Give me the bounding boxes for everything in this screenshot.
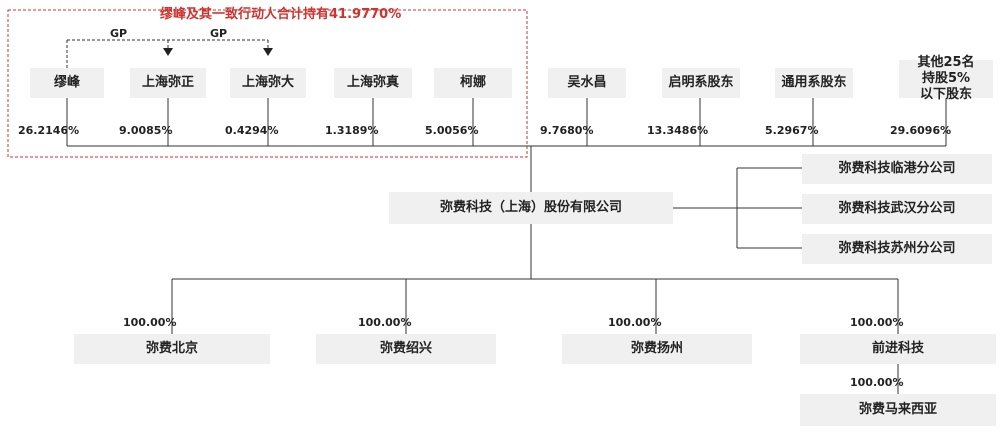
shareholder-box-miao-feng: 缪峰 [30, 68, 104, 98]
subsidiary-box-beijing: 弥费北京 [74, 334, 270, 364]
shareholder-box-qiming: 启明系股东 [662, 68, 740, 98]
gp-label-1: GP [110, 27, 128, 40]
subsidiary-pct-yangzhou: 100.00% [608, 316, 662, 329]
shareholder-box-tongyong: 通用系股东 [775, 68, 853, 98]
shareholder-pct-miao-feng: 26.2146% [18, 124, 80, 137]
branch-box-lingang: 弥费科技临港分公司 [802, 154, 992, 184]
subsidiary-box-qianjin: 前进科技 [800, 334, 996, 364]
shareholder-box-ke-na: 柯娜 [434, 68, 512, 98]
gp-arrow-head-1 [163, 48, 173, 56]
branch-lines [673, 167, 802, 249]
shareholder-box-shanghai-mizheng: 上海弥正 [130, 68, 206, 98]
company-box: 弥费科技（上海）股份有限公司 [389, 192, 673, 224]
subsidiary-pct-qianjin: 100.00% [850, 316, 904, 329]
subsidiary-box-yangzhou: 弥费扬州 [562, 334, 752, 364]
shareholder-box-others: 其他25名持股5%以下股东 [899, 55, 993, 102]
shareholder-pct-shanghai-mida: 0.4294% [225, 124, 279, 137]
subsidiary-lines [171, 224, 899, 394]
shareholder-box-shanghai-mida: 上海弥大 [230, 68, 306, 98]
gp-dashed-lines [66, 39, 269, 68]
group-holding-title: 缪峰及其一致行动人合计持有41.9770% [160, 7, 402, 22]
group-dashed-frame [7, 9, 528, 158]
shareholder-pct-qiming: 13.3486% [647, 124, 709, 137]
shareholder-pct-shanghai-mizheng: 9.0085% [119, 124, 173, 137]
shareholder-pct-wu-shuichang: 9.7680% [540, 124, 594, 137]
shareholder-box-shanghai-mizhen: 上海弥真 [334, 68, 412, 98]
shareholder-pct-shanghai-mizhen: 1.3189% [325, 124, 379, 137]
gp-arrow-head-2 [263, 48, 273, 56]
shareholder-box-wu-shuichang: 吴水昌 [548, 68, 626, 98]
sub-subsidiary-pct-malaysia: 100.00% [850, 376, 904, 389]
shareholder-pct-tongyong: 5.2967% [765, 124, 819, 137]
sub-subsidiary-box-malaysia: 弥费马来西亚 [800, 394, 996, 426]
branch-box-wuhan: 弥费科技武汉分公司 [802, 194, 992, 224]
subsidiary-box-shaoxing: 弥费绍兴 [316, 334, 496, 364]
shareholder-lines [66, 98, 947, 192]
gp-label-2: GP [210, 27, 228, 40]
branch-box-suzhou: 弥费科技苏州分公司 [802, 234, 992, 264]
subsidiary-pct-beijing: 100.00% [123, 316, 177, 329]
shareholder-pct-ke-na: 5.0056% [425, 124, 479, 137]
shareholder-pct-others: 29.6096% [890, 124, 952, 137]
subsidiary-pct-shaoxing: 100.00% [358, 316, 412, 329]
